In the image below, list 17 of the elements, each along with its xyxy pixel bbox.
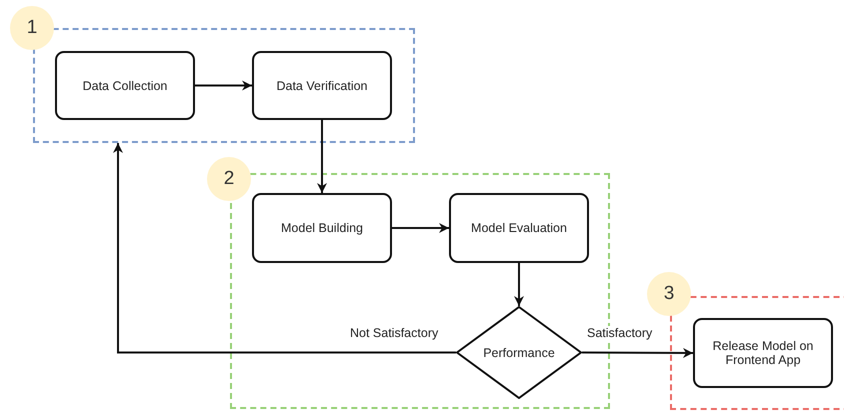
process-box: Model Evaluation: [449, 193, 589, 263]
edge-label: Satisfactory: [585, 326, 654, 340]
arrow: [582, 348, 693, 358]
step-number-badge: 1: [10, 6, 54, 50]
step-number-badge: 3: [647, 272, 691, 316]
arrow: [113, 143, 456, 354]
step-number-badge: 2: [207, 157, 251, 201]
arrow: [195, 80, 252, 90]
arrow: [514, 263, 524, 306]
decision-diamond: Performance: [456, 306, 582, 399]
process-box: Model Building: [252, 193, 392, 263]
process-box: Data Collection: [55, 51, 195, 120]
arrow: [392, 223, 449, 233]
process-box: Data Verification: [252, 51, 392, 120]
process-box: Release Model on Frontend App: [693, 318, 833, 388]
arrow: [317, 120, 327, 193]
edge-label: Not Satisfactory: [348, 326, 440, 340]
